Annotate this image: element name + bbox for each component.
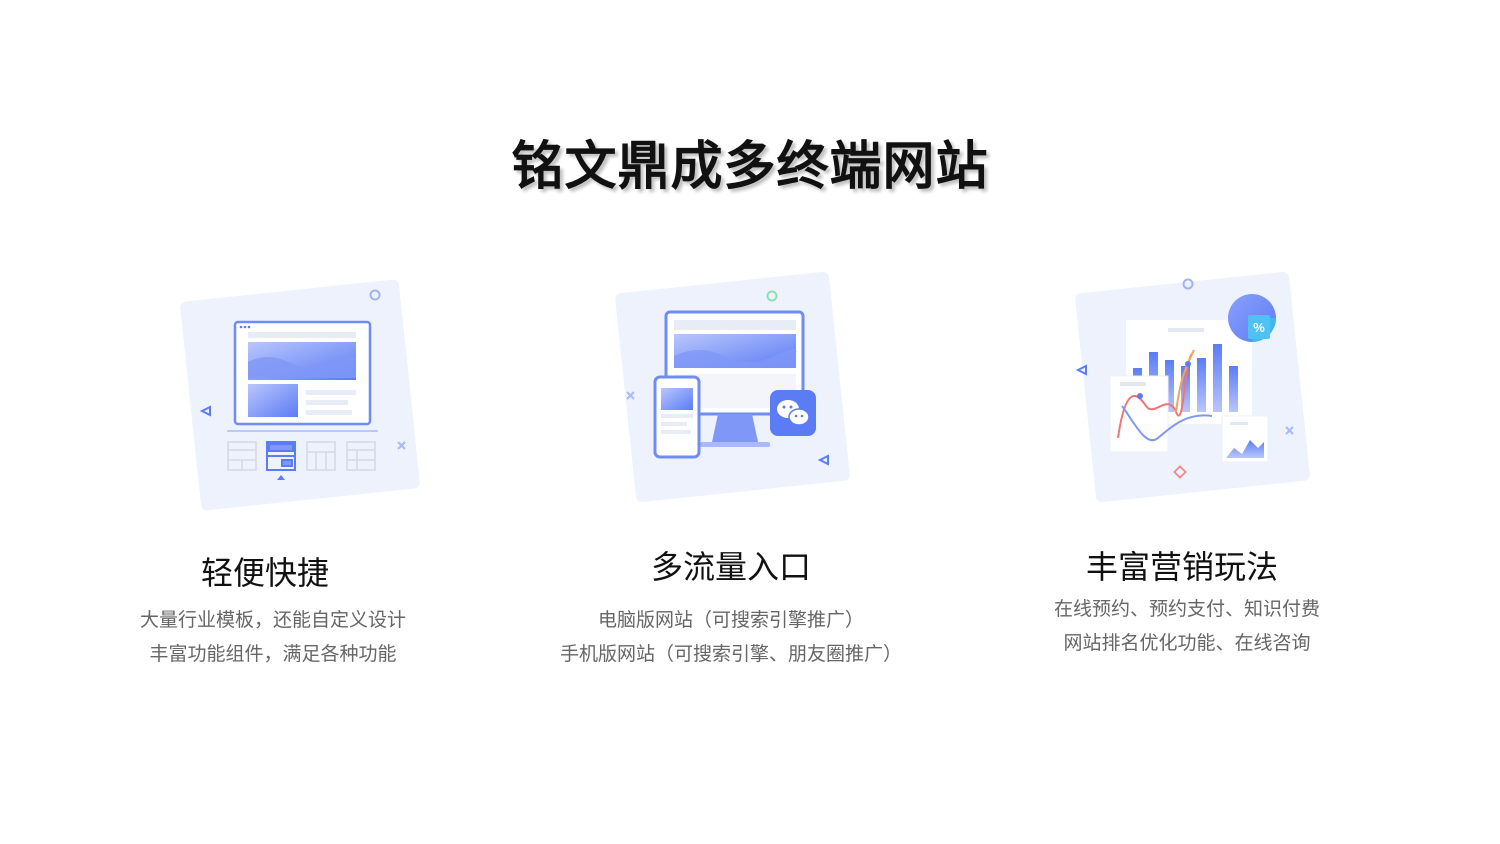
triangle-decoration: [199, 405, 211, 417]
layout-option-icon: [346, 441, 376, 471]
website-template-illustration: [180, 279, 420, 511]
feature-desc-line: 电脑版网站（可搜索引擎推广）: [597, 609, 864, 631]
feature-desc-traffic: 电脑版网站（可搜索引擎推广） 手机版网站（可搜索引擎、朋友圈推广）: [521, 603, 941, 671]
cross-decoration: [626, 391, 635, 400]
feature-title-easy: 轻便快捷: [200, 554, 329, 592]
feature-desc-line: 在线预约、预约支付、知识付费: [1053, 598, 1320, 620]
ring-decoration: [766, 290, 778, 302]
ring-decoration: [369, 289, 381, 301]
feature-title-marketing: 丰富营销玩法: [1085, 548, 1278, 586]
feature-desc-line: 手机版网站（可搜索引擎、朋友圈推广）: [559, 643, 902, 665]
ring-decoration: [1182, 278, 1194, 290]
trend-line-orange: [1175, 349, 1195, 413]
percent-icon: %: [1253, 320, 1265, 335]
page-title: 铭文鼎成多终端网站: [511, 137, 989, 197]
monitor-stand: [712, 414, 758, 442]
feature-desc-line: 大量行业模板，还能自定义设计: [139, 609, 406, 631]
feature-desc-marketing: 在线预约、预约支付、知识付费 网站排名优化功能、在线咨询: [977, 592, 1397, 660]
layout-option-icon: [306, 441, 336, 471]
line-chart-panel: [1109, 375, 1169, 453]
feature-desc-line: 网站排名优化功能、在线咨询: [1063, 632, 1311, 654]
triangle-decoration: [1075, 364, 1087, 376]
marketing-chart-illustration: %: [1075, 271, 1310, 503]
triangle-decoration: [817, 454, 829, 466]
feature-desc-easy: 大量行业模板，还能自定义设计 丰富功能组件，满足各种功能: [63, 603, 483, 671]
feature-desc-line: 丰富功能组件，满足各种功能: [149, 643, 397, 665]
cross-decoration: [1285, 426, 1294, 435]
layout-option-icon: [227, 441, 257, 471]
trend-line-blue: [1121, 405, 1213, 442]
diamond-decoration: [1173, 465, 1187, 479]
trend-line-red: [1117, 353, 1193, 439]
layout-option-selected-icon: [266, 441, 296, 471]
multi-device-illustration: [615, 271, 850, 503]
feature-title-traffic: 多流量入口: [650, 548, 811, 586]
cross-decoration: [397, 441, 406, 450]
